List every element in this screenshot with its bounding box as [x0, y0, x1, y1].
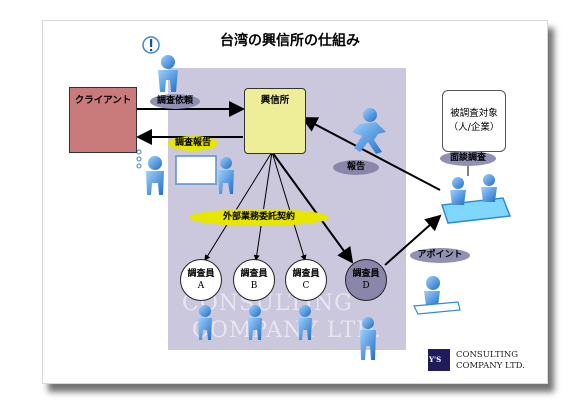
investigator-a-id: A	[197, 281, 205, 291]
client-label: クライアント	[74, 95, 132, 106]
investigator-a-figure	[198, 305, 212, 340]
watermark-line2: COMPANY LTD.	[192, 318, 383, 343]
investigator-a-name: 調査員	[187, 269, 215, 279]
listener-figure	[218, 157, 234, 194]
agency-label: 興信所	[260, 95, 290, 106]
request-label: 調査依頼	[150, 94, 200, 109]
logo-line1: CONSULTING	[456, 350, 519, 360]
subcontract-label: 外部業務委託契約	[189, 209, 329, 226]
requesting-person-figure	[158, 55, 178, 92]
investigator-c-figure	[298, 305, 312, 340]
presentation-board	[175, 155, 217, 185]
investigator-b-id: B	[250, 281, 258, 291]
presenter-figure	[146, 156, 164, 195]
meeting-figure	[440, 174, 512, 224]
branch-d	[271, 151, 354, 264]
running-figure	[352, 108, 386, 154]
appoint-arrow	[384, 214, 442, 266]
interview-label: 面談調査	[440, 151, 496, 166]
branch-c	[271, 151, 307, 261]
report-to-client-label: 調査報告	[168, 136, 218, 151]
target-label-line1: 被調査対象	[450, 108, 498, 119]
agency-box: 興信所	[244, 88, 306, 154]
appointment-figure	[413, 276, 461, 315]
investigator-d-id: D	[362, 281, 370, 291]
investigator-c-id: C	[302, 281, 310, 291]
investigator-b: 調査員 B	[233, 259, 275, 301]
logo-line2: COMPANY LTD.	[456, 361, 525, 371]
investigator-a: 調査員 A	[180, 259, 222, 301]
logo-mark	[428, 349, 450, 371]
target-label-line2: （人/企業）	[448, 122, 500, 133]
investigator-d-figure	[360, 317, 376, 360]
branch-a	[204, 151, 273, 261]
investigator-d: 調査員 D	[345, 259, 387, 301]
investigator-d-name: 調査員	[352, 269, 380, 279]
investigator-c-name: 調査員	[292, 269, 320, 279]
thinking-dots-icon	[136, 149, 142, 169]
report-arrow	[301, 117, 441, 191]
branch-b	[253, 151, 273, 261]
report-label: 報告	[333, 160, 379, 175]
page-title: 台湾の興信所の仕組み	[220, 33, 360, 49]
investigator-c: 調査員 C	[285, 259, 327, 301]
investigator-b-figure	[248, 305, 262, 340]
logo-mark-text: Y'S	[429, 355, 442, 364]
target-box: 被調査対象 （人/企業）	[442, 90, 506, 152]
appoint-label: アポイント	[410, 248, 470, 263]
investigator-b-name: 調査員	[240, 269, 268, 279]
client-box: クライアント	[69, 87, 137, 153]
